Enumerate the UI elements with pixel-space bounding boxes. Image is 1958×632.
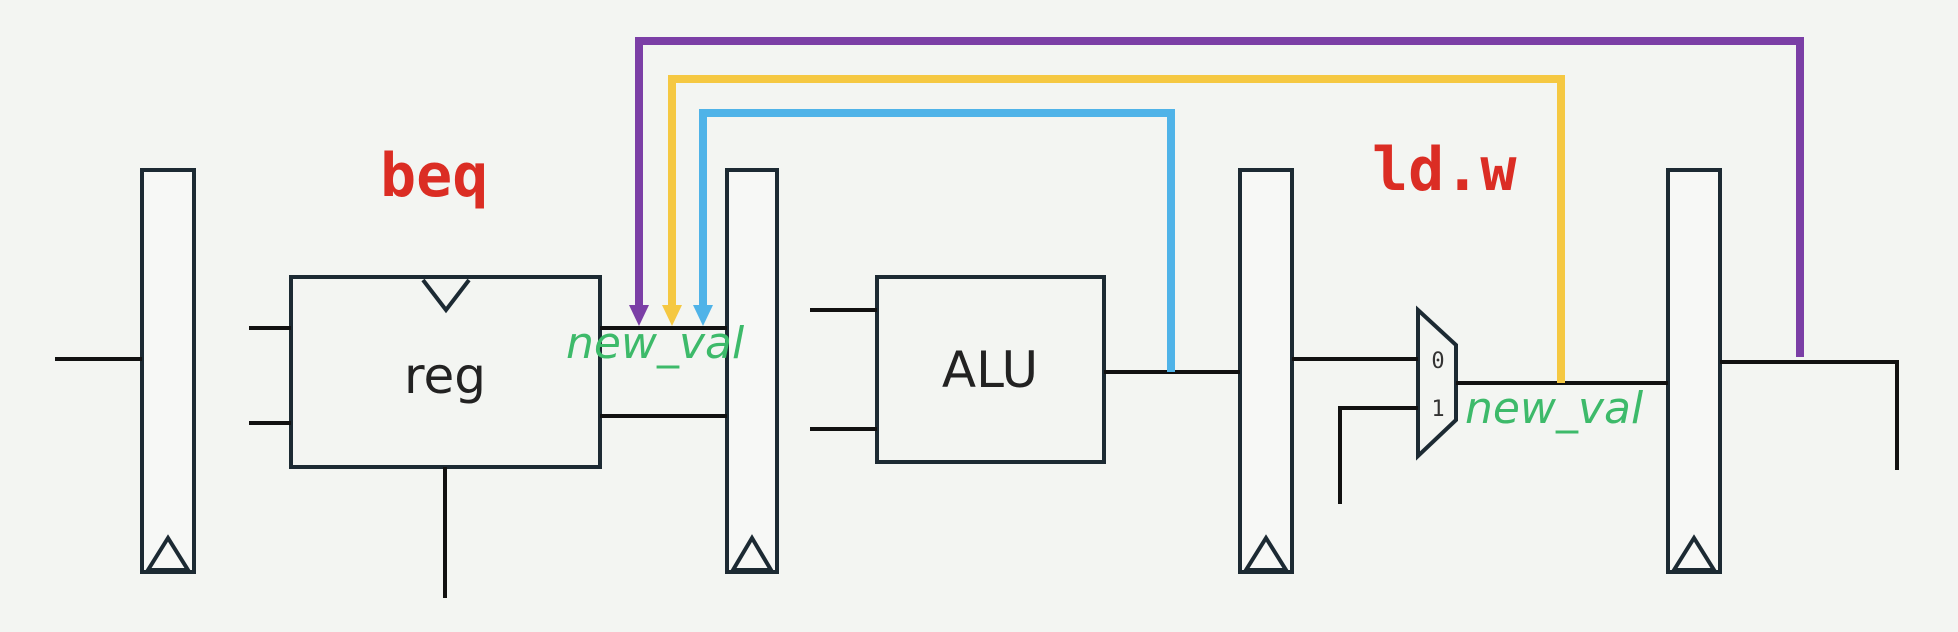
- clock-edge-icon: [421, 278, 471, 314]
- clock-triangle-icon: [729, 534, 775, 572]
- pipeline-register-2: [725, 168, 779, 574]
- yellow-forward-path: [662, 75, 1565, 383]
- pipeline-register-4: [1666, 168, 1722, 574]
- reg-block: reg: [289, 275, 602, 469]
- wire: [1720, 360, 1899, 470]
- pipeline-register-3: [1238, 168, 1294, 574]
- purple-forward-path: [629, 37, 1804, 357]
- alu-label: ALU: [942, 341, 1038, 399]
- wire: [1338, 406, 1418, 504]
- instruction-label-beq: beq: [380, 141, 488, 211]
- pipeline-register-1: [140, 168, 196, 574]
- reg-label: reg: [404, 347, 486, 405]
- clock-triangle-icon: [1670, 534, 1718, 572]
- mux-input-1-label: 1: [1431, 397, 1444, 422]
- arrow-down-icon: [629, 305, 649, 326]
- instruction-label-ldw: ld.w: [1372, 135, 1517, 205]
- new-val-label-left: new_val: [566, 318, 745, 369]
- arrow-down-icon: [662, 305, 682, 326]
- alu-block: ALU: [875, 275, 1106, 464]
- new-val-label-right: new_val: [1465, 383, 1644, 434]
- clock-triangle-icon: [144, 534, 192, 572]
- datapath-wires: [55, 308, 1899, 598]
- clock-triangle-icon: [1242, 534, 1290, 572]
- mux: 0 1: [1416, 305, 1458, 461]
- blue-forward-path: [693, 109, 1175, 372]
- mux-input-0-label: 0: [1431, 349, 1444, 374]
- arrow-down-icon: [693, 305, 713, 326]
